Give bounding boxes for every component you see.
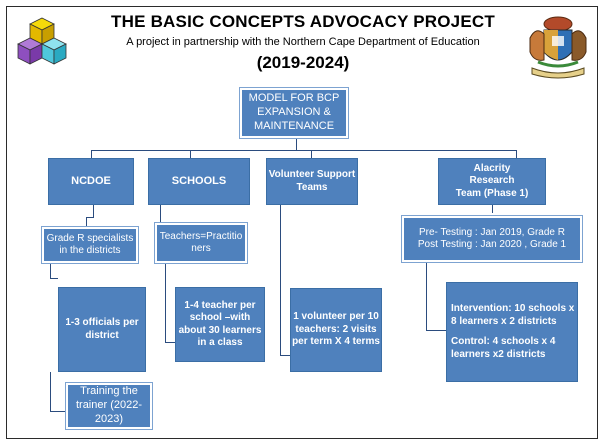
page-title: THE BASIC CONCEPTS ADVOCACY PROJECT	[111, 12, 495, 31]
teachers-line-1: Teachers=Practitio	[159, 230, 243, 242]
connector	[311, 150, 312, 158]
cubes-logo-icon	[17, 17, 67, 65]
training-box: Training the trainer (2022- 2023)	[65, 382, 153, 430]
volunteer-head-line-2: Teams	[296, 181, 328, 193]
ncdoe-label: NCDOE	[71, 174, 111, 187]
model-root-box: MODEL FOR BCP EXPANSION & MAINTENANCE	[239, 87, 349, 139]
connector	[516, 150, 517, 158]
connector	[492, 205, 493, 213]
page-subtitle: A project in partnership with the Northe…	[126, 36, 480, 48]
post-testing-line: Post Testing : Jan 2020 , Grade 1	[417, 239, 567, 250]
research-head-line-2: Research	[469, 175, 515, 187]
schools-label: SCHOOLS	[171, 174, 227, 187]
connector	[296, 138, 297, 150]
connector	[50, 260, 51, 278]
connector	[93, 205, 94, 217]
control-line-2: learners x2 districts	[451, 348, 546, 360]
teacher-ratio-box: 1-4 teacher per school –with about 30 le…	[175, 287, 265, 362]
grade-r-line-2: in the districts	[59, 245, 121, 256]
training-line-2: trainer (2022-	[75, 399, 143, 412]
research-team-box: Alacrity Research Team (Phase 1)	[438, 158, 546, 205]
pre-testing-line: Pre- Testing : Jan 2019, Grade R	[418, 226, 565, 238]
intervention-line-2: 8 learners x 2 districts	[451, 315, 557, 327]
intervention-line-1: Intervention: 10 schools x	[451, 303, 575, 314]
connector	[91, 150, 516, 151]
connector	[86, 217, 94, 218]
control-line-1: Control: 4 schools x 4	[451, 336, 556, 347]
teacher-ratio-line-1: 1-4 teacher per	[184, 299, 256, 311]
connector	[50, 278, 58, 279]
connector	[91, 150, 92, 158]
slide-frame	[6, 6, 598, 439]
training-line-3: 2023)	[94, 412, 124, 425]
ncdoe-box: NCDOE	[48, 158, 134, 205]
teacher-ratio-line-4: in a class	[197, 337, 243, 348]
officials-line-1: 1-3 officials per	[65, 317, 139, 328]
connector	[165, 342, 175, 343]
teacher-ratio-line-3: about 30 learners	[178, 324, 262, 336]
connector	[86, 217, 87, 227]
volunteer-detail-box: 1 volunteer per 10 teachers: 2 visits pe…	[290, 288, 382, 372]
volunteer-detail-line-1: 1 volunteer per 10	[293, 311, 379, 323]
officials-box: 1-3 officials per district	[58, 287, 146, 372]
grade-r-line-1: Grade R specialists	[46, 232, 134, 244]
grade-r-specialists-box: Grade R specialists in the districts	[41, 226, 139, 264]
officials-line-2: district	[85, 329, 119, 341]
volunteer-head-line-1: Volunteer Support	[268, 169, 356, 180]
connector	[160, 205, 161, 223]
connector	[50, 411, 66, 412]
research-head-line-1: Alacrity	[473, 162, 511, 174]
connector	[280, 205, 281, 355]
volunteer-teams-box: Volunteer Support Teams	[266, 158, 358, 205]
research-head-line-3: Team (Phase 1)	[455, 187, 529, 199]
teachers-line-2: ners	[191, 243, 211, 254]
model-line-2: EXPANSION &	[257, 106, 331, 119]
model-line-1: MODEL FOR BCP	[248, 92, 340, 105]
connector	[280, 355, 290, 356]
project-years: (2019-2024)	[256, 53, 350, 72]
teacher-ratio-line-2: school –with	[189, 312, 251, 323]
testing-box: Pre- Testing : Jan 2019, Grade R Post Te…	[401, 215, 583, 263]
volunteer-detail-line-3: per term X 4 terms	[292, 336, 380, 348]
connector	[190, 150, 191, 158]
schools-box: SCHOOLS	[148, 158, 250, 205]
connector	[426, 262, 427, 330]
volunteer-detail-line-2: teachers: 2 visits	[295, 323, 377, 335]
training-line-1: Training the	[80, 385, 138, 398]
intervention-box: Intervention: 10 schools x 8 learners x …	[446, 282, 578, 382]
connector	[426, 330, 446, 331]
coat-of-arms-icon	[529, 16, 587, 79]
connector	[165, 262, 166, 342]
connector	[50, 372, 51, 412]
teachers-box: Teachers=Practitio ners	[154, 222, 248, 264]
model-line-3: MAINTENANCE	[253, 119, 335, 132]
